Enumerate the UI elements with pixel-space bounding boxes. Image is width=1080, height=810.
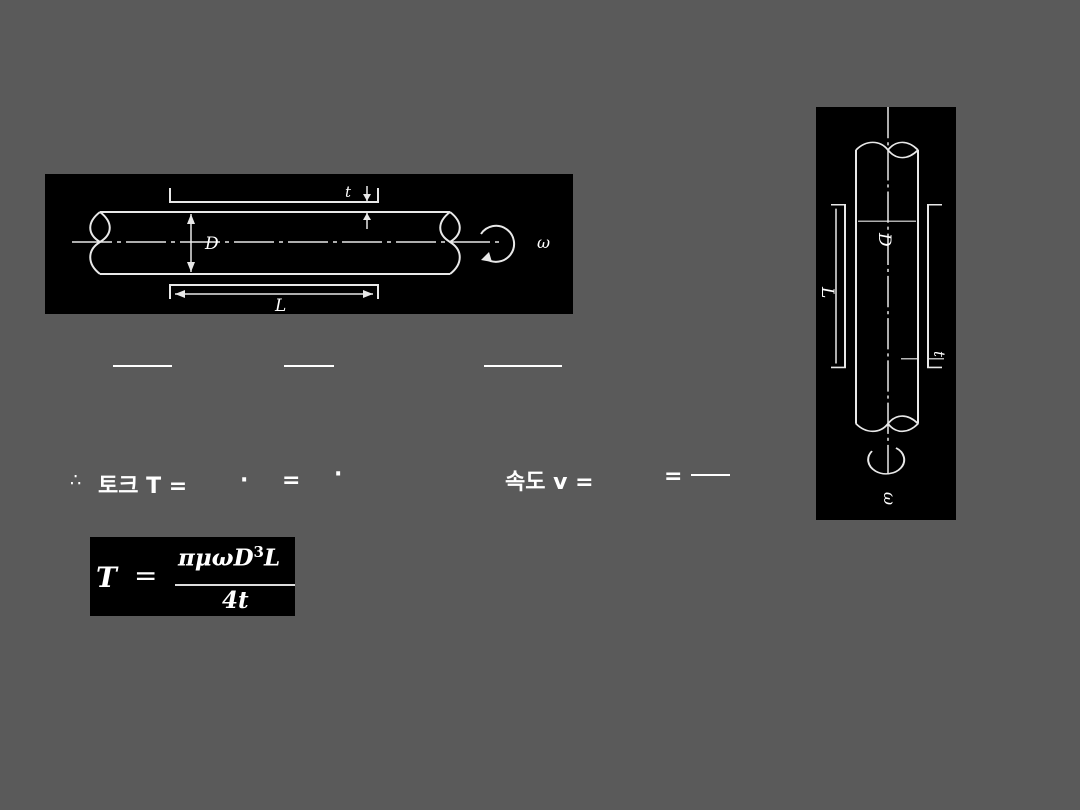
- formula-lhs: T: [96, 561, 117, 594]
- equals-sign: =: [282, 468, 301, 493]
- formula-denominator: 4t: [222, 587, 249, 614]
- t-label: t: [930, 351, 948, 358]
- shaft-diagram-svg: t D L ω: [72, 183, 550, 316]
- D-label: D: [204, 234, 219, 254]
- multiply-dot: ·: [334, 462, 343, 487]
- omega-label: ω: [537, 233, 550, 252]
- equals-sign: =: [664, 464, 683, 489]
- formula-equals: =: [134, 559, 158, 592]
- L-label: L: [817, 286, 837, 298]
- multiply-dot: ·: [240, 468, 249, 493]
- torque-formula: T = πμωD3L 4t: [90, 537, 295, 616]
- L-label: L: [274, 296, 286, 314]
- formula-numerator: πμωD3L: [178, 543, 281, 572]
- fraction-bar: [691, 474, 730, 476]
- omega-label: ω: [880, 492, 899, 505]
- shaft-diagram-vertical: t D L ω: [816, 107, 956, 520]
- fraction-bar: [284, 365, 334, 367]
- therefore-symbol: ∴: [70, 470, 82, 491]
- D-label: D: [874, 232, 894, 247]
- torque-label: 토크 T =: [98, 474, 188, 499]
- shaft-diagram-horizontal: t D L ω: [45, 174, 573, 316]
- velocity-label: 속도 v =: [505, 470, 594, 495]
- fraction-bar: [484, 365, 562, 367]
- shaft-right-break: [439, 211, 461, 275]
- shaft-diagram-vertical-svg: t D L ω: [817, 107, 948, 505]
- formula-fraction-bar: [175, 584, 295, 586]
- rotation-arrow: [480, 224, 516, 263]
- fraction-bar: [113, 365, 172, 367]
- top-bearing: [169, 188, 379, 203]
- bottom-bearing: [169, 284, 379, 299]
- shaft-left-break: [89, 211, 111, 275]
- t-label: t: [345, 183, 352, 201]
